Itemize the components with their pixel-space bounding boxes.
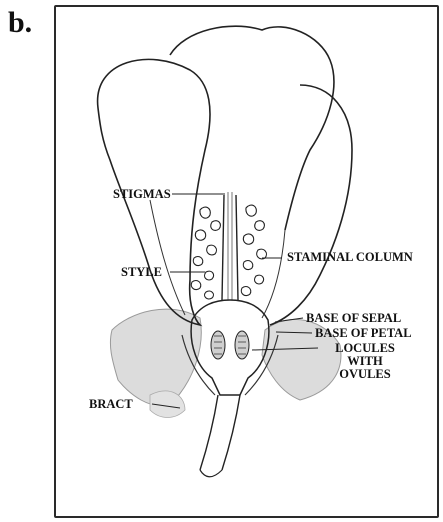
staminal-column-left-wall — [222, 195, 224, 300]
bract-left — [110, 309, 201, 406]
anthers-right — [241, 205, 266, 296]
staminal-column-right-wall — [236, 195, 238, 300]
label-base-of-sepal: BASE OF SEPAL — [306, 312, 401, 325]
label-locules-with-ovules: LOCULES WITH OVULES — [322, 342, 408, 381]
right-petal — [270, 85, 352, 325]
pedicel-base — [200, 470, 222, 477]
label-staminal-column: STAMINAL COLUMN — [287, 251, 413, 264]
style-inner — [228, 192, 232, 300]
pedicel — [200, 395, 240, 470]
label-stigmas: STIGMAS — [113, 188, 171, 201]
anthers-left — [191, 207, 220, 299]
label-base-of-petal: BASE OF PETAL — [315, 327, 412, 340]
label-style: STYLE — [121, 266, 162, 279]
label-bract: BRACT — [89, 398, 133, 411]
inner-petal-right — [262, 230, 285, 318]
locules-with-ovules — [211, 331, 249, 359]
inner-petal-left — [150, 200, 185, 315]
upper-petal — [170, 26, 334, 230]
label-ovules: OVULES — [322, 368, 408, 381]
